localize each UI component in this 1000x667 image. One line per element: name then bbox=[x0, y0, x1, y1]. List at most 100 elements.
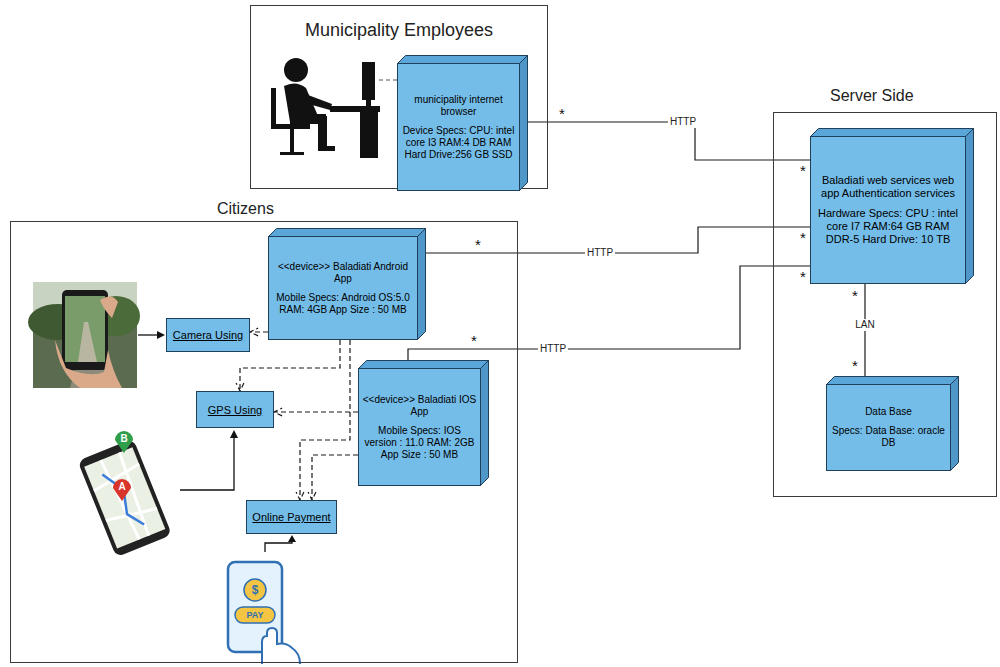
node-text: <<device>> Baladiati Android AppMobile S… bbox=[272, 261, 414, 316]
edge-label: HTTP bbox=[668, 116, 698, 128]
region-title: Municipality Employees bbox=[305, 21, 493, 39]
multiplicity: * bbox=[800, 230, 806, 245]
node-top-face bbox=[269, 229, 426, 237]
instance-label: GPS Using bbox=[208, 404, 262, 416]
chair-back bbox=[271, 88, 276, 129]
node-shape bbox=[826, 376, 959, 471]
map-roads bbox=[84, 447, 165, 548]
node-title: <<device>> Baladiati Android App bbox=[272, 261, 414, 285]
worker-leg bbox=[318, 116, 327, 150]
multiplicity: * bbox=[475, 237, 481, 252]
chair-base bbox=[280, 152, 304, 155]
multiplicity: * bbox=[800, 163, 806, 178]
region-title: Server Side bbox=[830, 88, 914, 104]
node-specs: Specs: Data Base: oracle DB bbox=[830, 425, 947, 449]
worker-foot bbox=[318, 146, 335, 151]
dependency-arrow bbox=[250, 328, 268, 336]
node-shape bbox=[810, 128, 974, 284]
node-text: Baladiati web services web app Authentic… bbox=[814, 174, 962, 247]
component-instance: GPS Using bbox=[196, 391, 274, 428]
node-front-face bbox=[398, 64, 520, 191]
node-top-face bbox=[811, 129, 974, 137]
instance-label: Camera Using bbox=[173, 329, 243, 341]
multiplicity: * bbox=[559, 106, 565, 121]
map-route bbox=[102, 467, 144, 532]
node-title: <<device>> Baladiati IOS App bbox=[362, 394, 477, 418]
communication-path bbox=[426, 227, 810, 253]
monitor-stand bbox=[366, 100, 371, 106]
node-shape bbox=[268, 228, 426, 340]
pay-button bbox=[235, 607, 275, 623]
node-top-face bbox=[827, 377, 959, 385]
pin-letter: B bbox=[120, 434, 127, 444]
edge-label: HTTP bbox=[538, 343, 568, 355]
pin-letter: A bbox=[118, 482, 125, 492]
map-pin bbox=[115, 431, 133, 453]
component-instance: Camera Using bbox=[166, 318, 250, 352]
node-specs: Hardware Specs: CPU : intel core I7 RAM:… bbox=[814, 207, 962, 247]
node-specs: Device Specs: CPU: intel core I3 RAM:4 D… bbox=[401, 125, 516, 161]
multiplicity: * bbox=[852, 288, 858, 303]
map-screen bbox=[84, 447, 165, 548]
node-side-face bbox=[951, 377, 959, 471]
pointer-arrow bbox=[265, 540, 292, 552]
dependency-arrow bbox=[308, 455, 358, 500]
node-specs: Mobile Specs: Android OS:5.0 RAM: 4GB Ap… bbox=[272, 292, 414, 316]
dashed-link bbox=[379, 80, 397, 81]
node-side-face bbox=[418, 229, 426, 340]
desk-top bbox=[330, 106, 380, 112]
node-side-face bbox=[966, 129, 974, 284]
deployment-node: <<device>> Baladiati IOS AppMobile Specs… bbox=[358, 360, 489, 486]
dependency-arrow bbox=[236, 340, 340, 391]
node-title: Data Base bbox=[830, 406, 947, 418]
currency-symbol: $ bbox=[252, 584, 259, 596]
multiplicity: * bbox=[852, 358, 858, 373]
desk-worker-icon bbox=[271, 58, 380, 158]
node-side-face bbox=[481, 361, 489, 486]
arrow-head bbox=[230, 430, 238, 438]
multiplicity: * bbox=[471, 333, 477, 348]
region-frame: Server SideBaladiati web services web ap… bbox=[773, 112, 997, 497]
arrow-head bbox=[157, 331, 165, 339]
node-front-face bbox=[359, 369, 481, 486]
phone-screen bbox=[65, 296, 105, 362]
phone-body bbox=[77, 438, 172, 557]
node-top-face bbox=[398, 56, 528, 64]
desk-drawer bbox=[360, 112, 378, 158]
node-specs: Mobile Specs: IOS version : 11.0 RAM: 2G… bbox=[362, 425, 477, 461]
region-frame: Municipality Employees municipality inter… bbox=[250, 5, 548, 189]
deployment-node: municipality internet browserDevice Spec… bbox=[397, 55, 528, 191]
dependency-arrow bbox=[296, 340, 350, 500]
region-title: Citizens bbox=[217, 201, 274, 217]
map-phone-icon bbox=[77, 431, 172, 557]
node-text: municipality internet browserDevice Spec… bbox=[401, 94, 516, 161]
deployment-node: Data BaseSpecs: Data Base: oracle DB bbox=[826, 376, 959, 471]
node-front-face bbox=[827, 385, 951, 471]
multiplicity: * bbox=[800, 269, 806, 284]
worker-arm bbox=[298, 92, 332, 110]
node-text: <<device>> Baladiati IOS AppMobile Specs… bbox=[362, 394, 477, 461]
chair-leg bbox=[290, 129, 294, 153]
monitor bbox=[362, 62, 375, 100]
thumb bbox=[100, 296, 118, 318]
payment-phone-icon bbox=[228, 562, 300, 664]
hand bbox=[55, 340, 122, 388]
chair-seat bbox=[276, 124, 310, 129]
arrow-head bbox=[288, 535, 296, 542]
coin bbox=[244, 579, 266, 601]
node-front-face bbox=[811, 137, 966, 284]
camera-phone-photo bbox=[28, 282, 140, 388]
deployment-node: <<device>> Baladiati Android AppMobile S… bbox=[268, 228, 426, 340]
component-instance: Online Payment bbox=[246, 500, 337, 534]
node-title: municipality internet browser bbox=[401, 94, 516, 118]
region-frame: Citizens<<device>> Baladiati Android App… bbox=[10, 221, 518, 663]
node-text: Data BaseSpecs: Data Base: oracle DB bbox=[830, 406, 947, 449]
dependency-arrow bbox=[274, 408, 358, 416]
worker-head bbox=[284, 58, 308, 82]
edge-label: HTTP bbox=[585, 247, 615, 259]
node-shape bbox=[397, 55, 528, 191]
node-side-face bbox=[520, 56, 528, 191]
screen-path bbox=[78, 322, 97, 362]
node-front-face bbox=[269, 237, 418, 340]
node-title: Baladiati web services web app Authentic… bbox=[814, 174, 962, 200]
